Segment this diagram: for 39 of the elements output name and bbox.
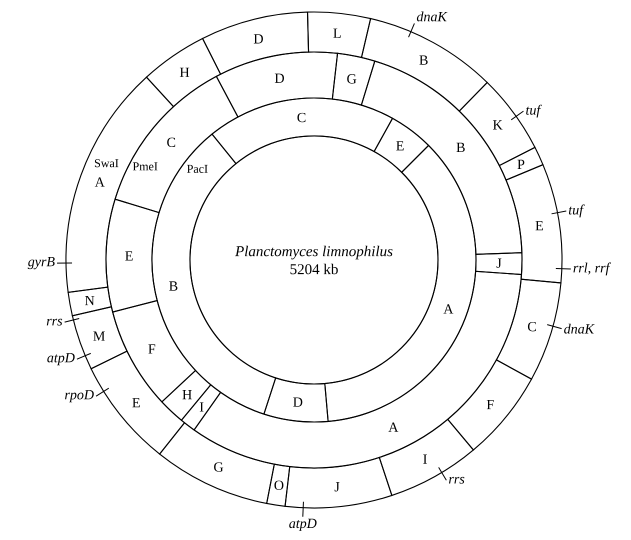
leader-line — [438, 466, 447, 481]
leader-line — [64, 318, 80, 323]
enzyme-label: PmeI — [132, 162, 158, 170]
map-segment: P — [498, 146, 544, 181]
node-label: Planctomyces limnophilus — [234, 246, 392, 260]
leader-line — [76, 352, 92, 360]
gene-label: dnaK — [564, 324, 595, 334]
enzyme-label: PacI — [187, 164, 208, 173]
map-segment: F — [447, 359, 532, 451]
map-segment: G — [159, 422, 275, 504]
map-segment: C — [212, 97, 394, 164]
gene-label: rrs — [448, 476, 464, 484]
map-segment: D — [202, 12, 310, 75]
gene-label: rrl, rrf — [573, 262, 612, 276]
leader-line — [555, 268, 572, 270]
map-segment: L — [306, 11, 372, 58]
leader-line — [510, 110, 524, 120]
gene-label: tuf — [526, 104, 542, 118]
leader-line — [551, 210, 567, 214]
gene-label: tuf — [568, 204, 585, 218]
gene-label: gyrB — [28, 257, 55, 270]
gene-label: rrs — [46, 318, 62, 326]
map-segment: J — [475, 252, 523, 276]
leader-line — [96, 388, 110, 397]
map-segment: G — [332, 52, 376, 106]
map-segment: O — [266, 464, 290, 507]
map-segment: C — [496, 278, 562, 380]
node-label: 5204 kb — [290, 264, 338, 274]
leader-line — [56, 262, 73, 264]
map-segment: D — [263, 377, 329, 423]
leader-line — [408, 22, 415, 38]
leader-line — [302, 501, 304, 518]
map-segment: J — [284, 456, 392, 509]
leader-line — [546, 324, 562, 330]
map-segment: E — [106, 198, 160, 313]
map-segment: H — [146, 38, 222, 108]
map-segment: E — [374, 118, 430, 173]
gene-label: atpD — [289, 518, 317, 531]
map-segment: N — [68, 286, 112, 316]
